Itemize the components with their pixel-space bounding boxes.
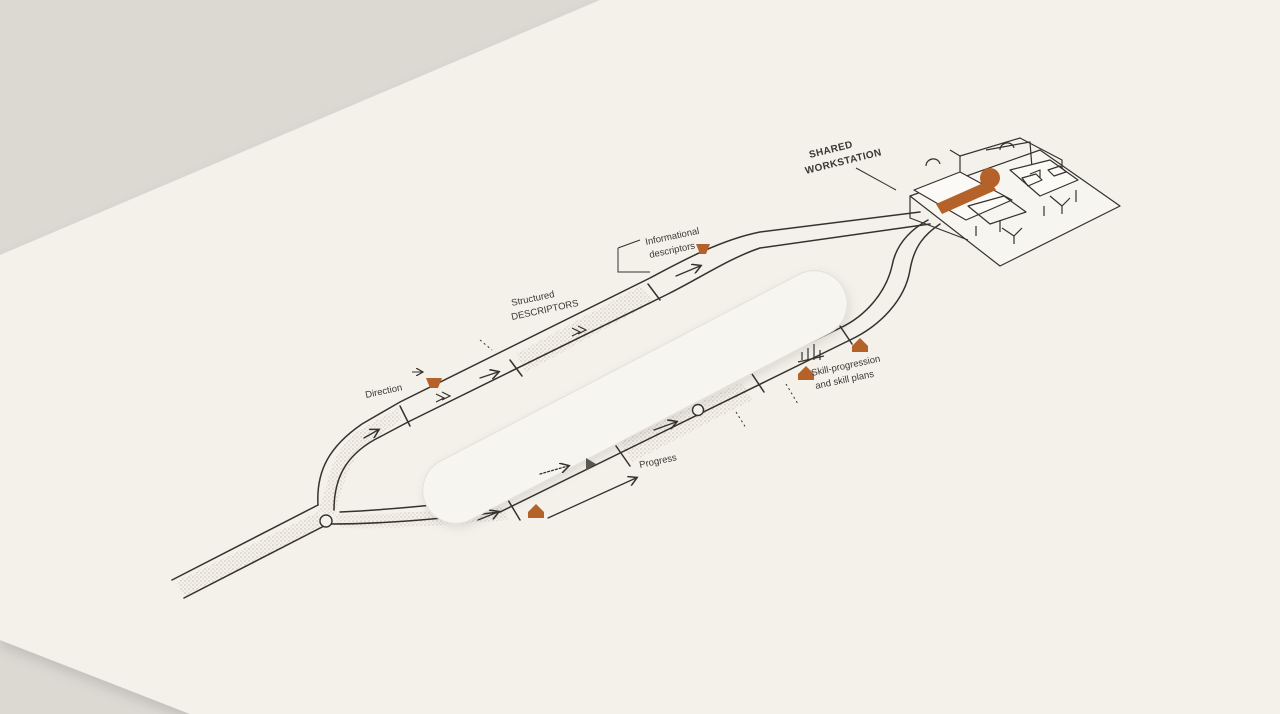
accent-markers: [426, 244, 868, 518]
leader-lines: [412, 167, 897, 429]
node-circle-icon: [319, 403, 705, 528]
play-triangle-icon: [586, 458, 596, 470]
flow-track: [171, 211, 941, 599]
workstation-accent: [936, 168, 1000, 214]
bar-chart-icon: [797, 344, 825, 363]
workstation-illustration-icon: [909, 137, 1121, 267]
chevron-double-icon: [435, 325, 588, 403]
central-pill: [422, 270, 848, 524]
lane-arrows: [363, 266, 700, 521]
